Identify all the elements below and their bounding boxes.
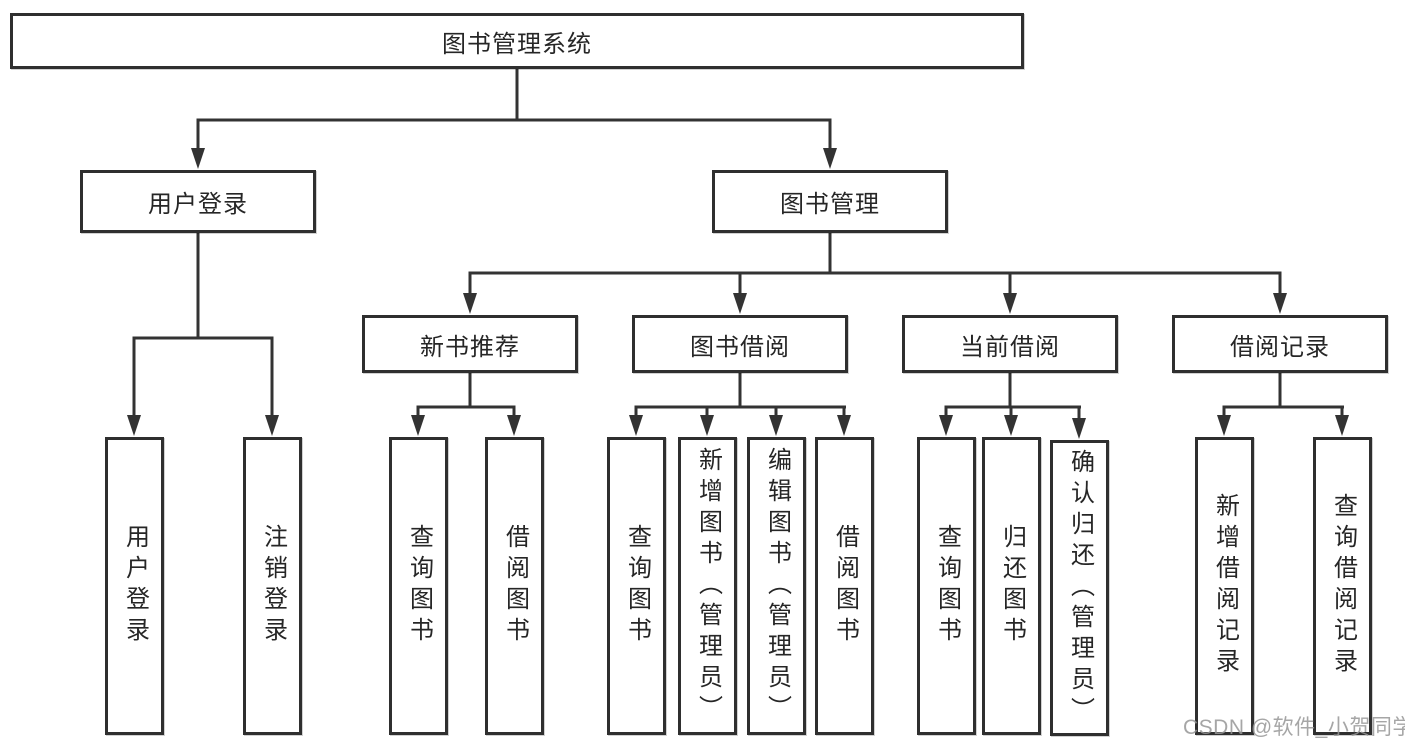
- leaf-current-query-books: 查询图书: [917, 437, 976, 735]
- leaf-recommend-query-books: 查询图书: [389, 437, 448, 735]
- leaf-current-return-books: 归还图书: [982, 437, 1041, 735]
- edge-new-book-recommend-children: [411, 373, 521, 436]
- edge-current-borrow-children: [939, 373, 1086, 439]
- leaf-logout: 注销登录: [243, 437, 302, 735]
- node-book-borrow: 图书借阅: [632, 315, 848, 373]
- leaf-borrow-add-books-admin: 新增图书（管理员）: [678, 437, 737, 735]
- node-user-login: 用户登录: [80, 170, 316, 233]
- leaf-borrow-query-books: 查询图书: [607, 437, 666, 735]
- node-root: 图书管理系统: [10, 13, 1024, 69]
- leaf-record-query-borrow-record: 查询借阅记录: [1313, 437, 1372, 735]
- edge-book-borrow-children: [629, 373, 851, 436]
- leaf-current-confirm-return-admin: 确认归还（管理员）: [1050, 440, 1109, 736]
- edge-root-children: [191, 68, 837, 169]
- edge-user-login-children: [127, 233, 279, 436]
- node-borrow-record: 借阅记录: [1172, 315, 1388, 373]
- leaf-recommend-borrow-books: 借阅图书: [485, 437, 544, 735]
- node-current-borrow: 当前借阅: [902, 315, 1118, 373]
- edge-book-management-children: [463, 233, 1287, 314]
- leaf-borrow-borrow-books: 借阅图书: [815, 437, 874, 735]
- leaf-user-login: 用户登录: [105, 437, 164, 735]
- edge-borrow-record-children: [1217, 373, 1349, 436]
- leaf-record-add-borrow-record: 新增借阅记录: [1195, 437, 1254, 735]
- node-book-management: 图书管理: [712, 170, 948, 233]
- csdn-watermark: CSDN @软件_小贺同学: [1183, 716, 1405, 739]
- leaf-borrow-edit-books-admin: 编辑图书（管理员）: [747, 437, 806, 735]
- node-new-book-recommend: 新书推荐: [362, 315, 578, 373]
